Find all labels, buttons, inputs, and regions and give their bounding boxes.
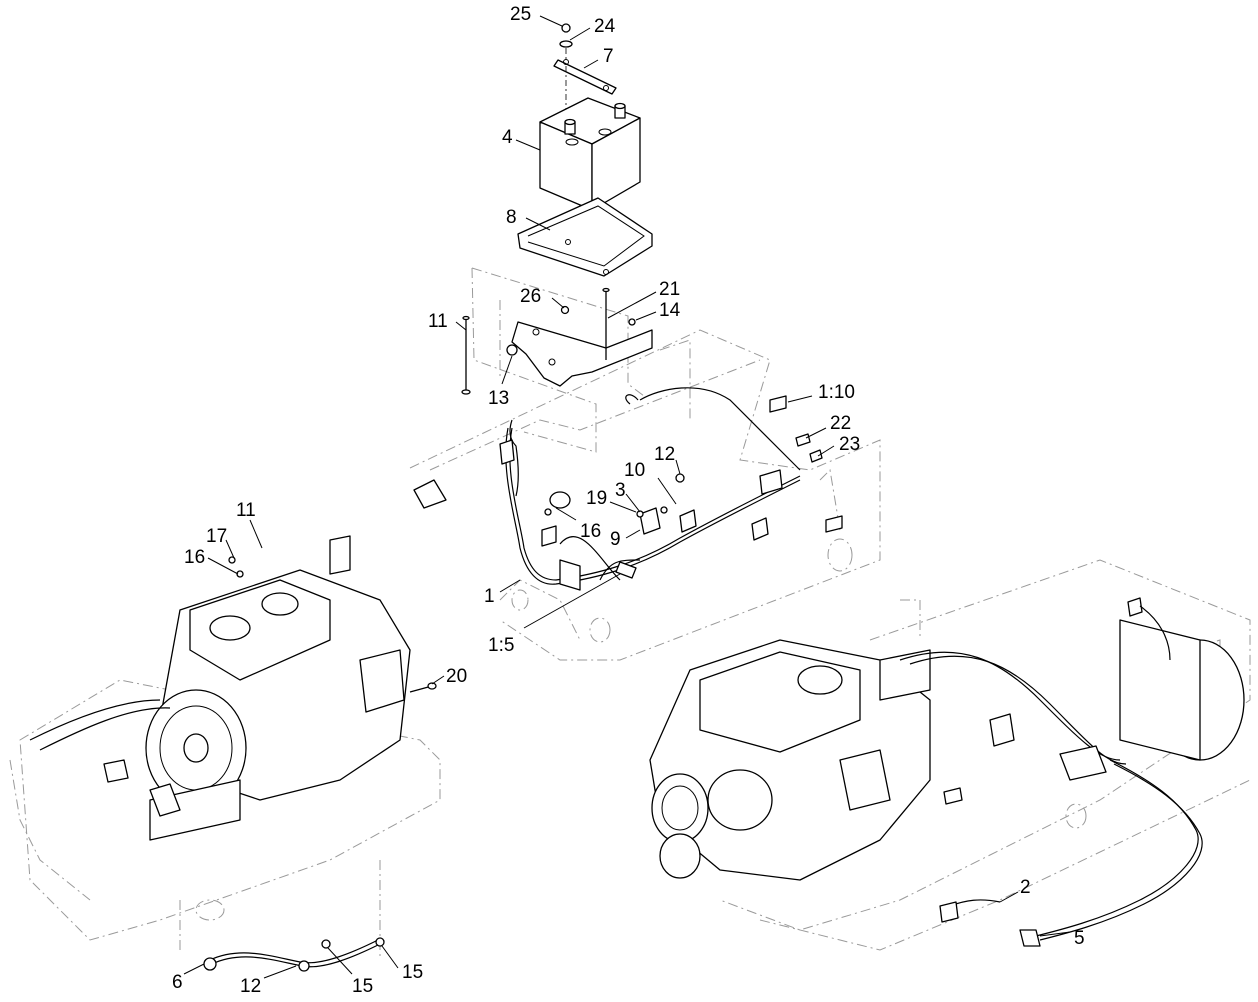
frame-outline-upper (409, 329, 881, 661)
engine-right (649, 559, 1251, 951)
wire-harness-main (413, 387, 843, 591)
battery-tray (517, 197, 653, 277)
callout-15-b: 15 (402, 962, 423, 983)
callout-12-center: 12 (654, 444, 675, 465)
callout-1: 1 (484, 586, 495, 607)
callout-2: 2 (1020, 877, 1031, 898)
callout-labels: 25 24 7 4 8 26 21 14 11 13 1:10 22 23 12… (172, 4, 1085, 997)
callout-19: 19 (586, 488, 607, 509)
callout-1-10: 1:10 (818, 382, 855, 403)
callout-6: 6 (172, 972, 183, 993)
callout-13: 13 (488, 388, 509, 409)
callout-11-upper: 11 (428, 311, 448, 332)
callout-10: 10 (624, 460, 645, 481)
callout-16-left: 16 (184, 547, 205, 568)
engine-left (9, 535, 441, 972)
callout-15-a: 15 (352, 976, 373, 997)
callout-20: 20 (446, 666, 467, 687)
callout-26: 26 (520, 286, 541, 307)
callout-23: 23 (839, 434, 860, 455)
leader-lines (183, 15, 1071, 979)
callout-11-left: 11 (236, 500, 256, 521)
battery-hold-down-assembly (553, 23, 617, 110)
callout-12-left: 12 (240, 976, 261, 997)
callout-25: 25 (510, 4, 531, 25)
callout-4: 4 (502, 127, 513, 148)
callout-8: 8 (506, 207, 517, 228)
callout-7: 7 (603, 46, 614, 67)
battery (539, 97, 641, 211)
callout-22: 22 (830, 413, 851, 434)
callout-14: 14 (659, 300, 681, 321)
callout-16-center: 16 (580, 521, 601, 542)
callout-21: 21 (659, 279, 680, 300)
callout-24: 24 (594, 16, 616, 37)
callout-17: 17 (206, 526, 227, 547)
callout-5: 5 (1074, 928, 1085, 949)
battery-mount-bracket (461, 267, 653, 453)
callout-3: 3 (615, 480, 626, 501)
callout-1-5: 1:5 (488, 635, 514, 656)
callout-9: 9 (610, 529, 621, 550)
